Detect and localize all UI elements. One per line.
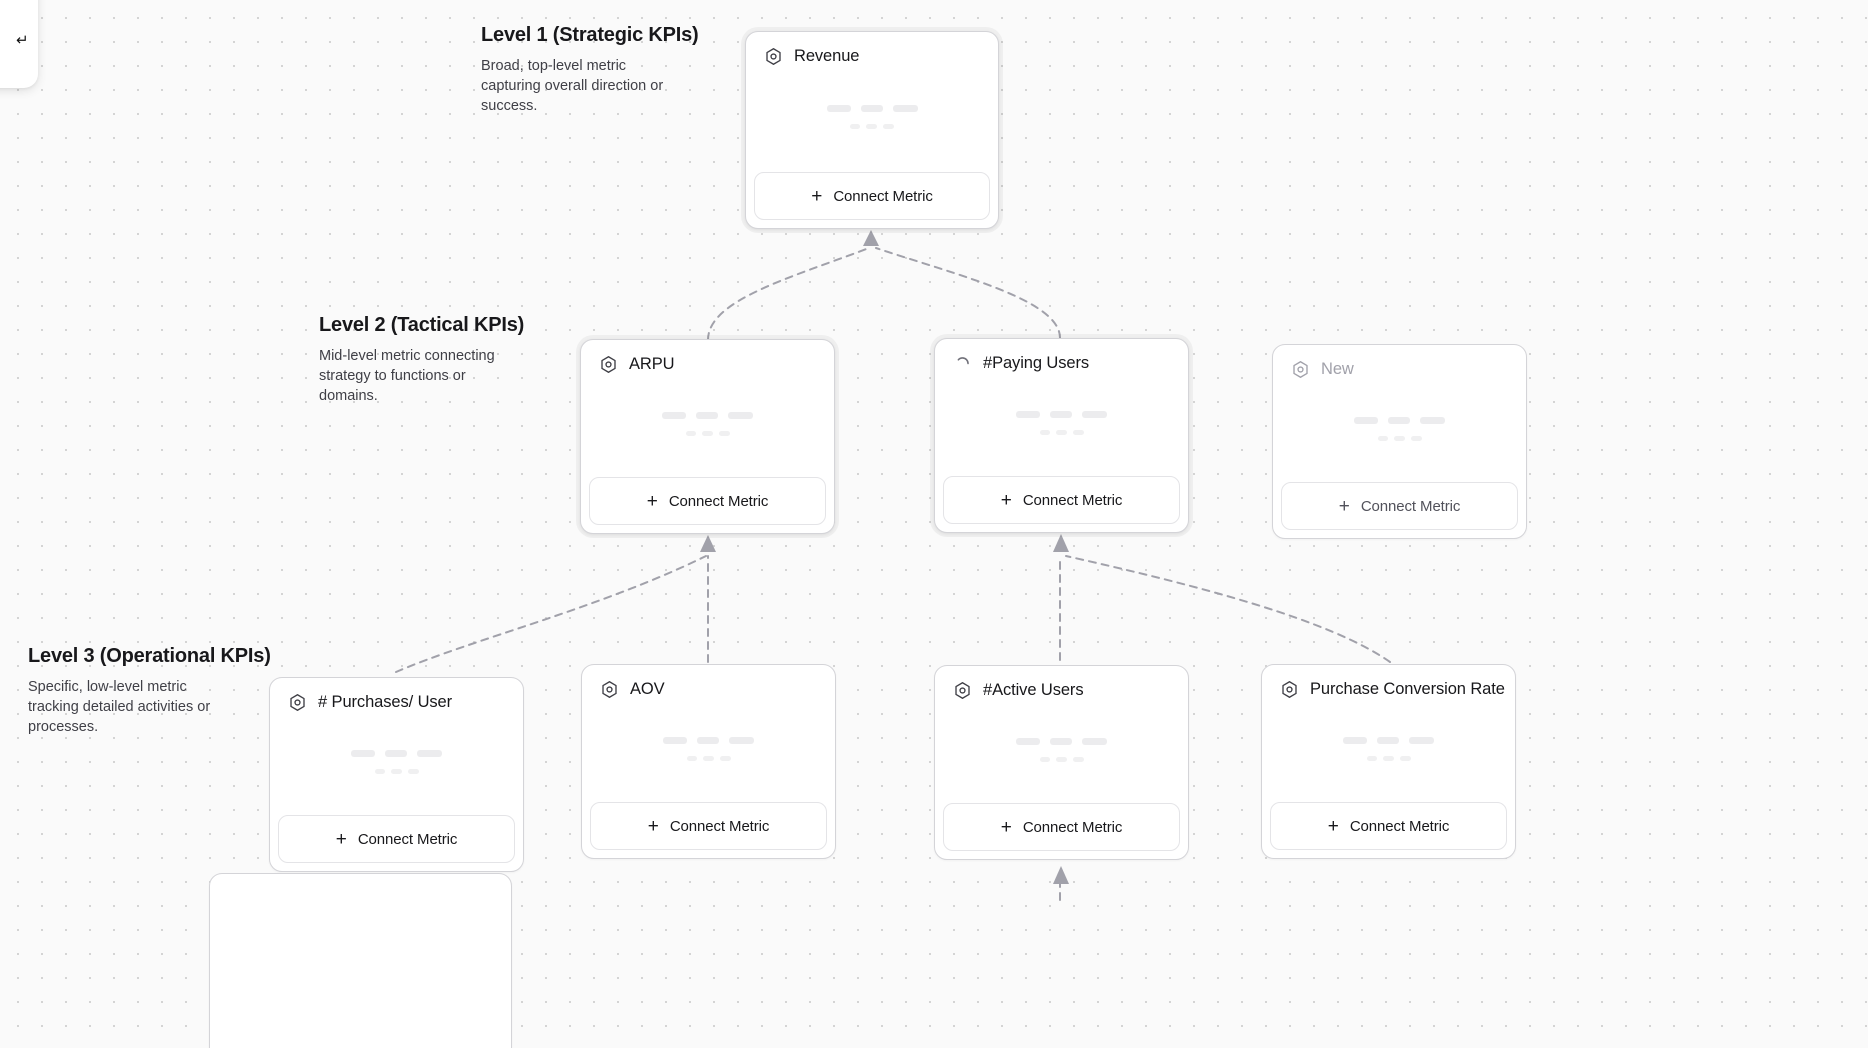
metric-card-aov[interactable]: AOV + Connect Metric	[581, 664, 836, 859]
connect-metric-label: Connect Metric	[1360, 497, 1461, 515]
hexagon-target-icon	[766, 48, 781, 65]
skeleton-row-small	[1039, 756, 1084, 762]
skeleton-row	[826, 105, 918, 112]
level-label-1: Level 1 (Strategic KPIs) Broad, top-leve…	[481, 24, 699, 116]
plus-icon: +	[811, 185, 823, 207]
level-description: Specific, low-level metric tracking deta…	[28, 679, 211, 735]
skeleton-row-small	[1366, 755, 1411, 761]
connect-metric-label: Connect Metric	[1022, 818, 1123, 836]
connect-metric-button[interactable]: + Connect Metric	[589, 477, 826, 525]
skeleton-row	[351, 749, 442, 757]
hexagon-target-icon	[955, 682, 970, 699]
card-header: AOV	[582, 665, 835, 699]
skeleton-row	[1016, 410, 1107, 418]
connect-metric-button[interactable]: + Connect Metric	[943, 476, 1180, 524]
skeleton-row-small	[374, 768, 419, 774]
card-title: ARPU	[629, 355, 675, 373]
connect-metric-button[interactable]: + Connect Metric	[754, 172, 990, 220]
level-description: Mid-level metric connecting strategy to …	[319, 348, 495, 404]
card-placeholder-body	[270, 712, 523, 815]
plus-icon: +	[335, 828, 347, 850]
card-title: #Paying Users	[983, 354, 1089, 372]
card-header: ARPU	[581, 340, 834, 374]
card-placeholder-body	[935, 373, 1188, 476]
skeleton-row-small	[850, 124, 894, 129]
hexagon-target-icon	[290, 694, 305, 711]
connect-metric-button[interactable]: + Connect Metric	[1270, 802, 1507, 850]
plus-icon: +	[1338, 495, 1350, 517]
hexagon-target-icon	[1282, 681, 1297, 698]
level-description: Broad, top-level metric capturing overal…	[481, 58, 664, 114]
hexagon-target-icon	[1293, 361, 1308, 378]
skeleton-row	[662, 411, 753, 419]
card-placeholder-body	[581, 374, 834, 477]
card-placeholder-body	[1262, 699, 1515, 802]
corner-floating-panel[interactable]: ↵	[0, 0, 38, 88]
card-header: Revenue	[746, 32, 998, 66]
connect-metric-label: Connect Metric	[357, 830, 458, 848]
metric-card-purchases-per-user[interactable]: # Purchases/ User + Connect Metric	[269, 677, 524, 872]
skeleton-row	[663, 736, 754, 744]
skeleton-row-small	[685, 430, 730, 436]
skeleton-row	[1354, 416, 1445, 424]
hexagon-target-icon	[602, 681, 617, 698]
metric-card-arpu[interactable]: ARPU + Connect Metric	[580, 339, 835, 534]
level-label-3: Level 3 (Operational KPIs) Specific, low…	[28, 645, 271, 737]
connect-metric-label: Connect Metric	[1349, 817, 1450, 835]
connect-metric-button[interactable]: + Connect Metric	[1281, 482, 1518, 530]
skeleton-row	[1016, 737, 1107, 745]
plus-icon: +	[1000, 489, 1012, 511]
level-title: Level 2 (Tactical KPIs)	[319, 314, 525, 336]
card-placeholder-body	[582, 699, 835, 802]
metric-card-purchase-conversion-rate[interactable]: Purchase Conversion Rate + Connect Metri…	[1261, 664, 1516, 859]
card-header: Purchase Conversion Rate	[1262, 665, 1515, 699]
plus-icon: +	[646, 490, 658, 512]
plus-icon: +	[1000, 816, 1012, 838]
connect-metric-label: Connect Metric	[669, 817, 770, 835]
connect-metric-button[interactable]: + Connect Metric	[590, 802, 827, 850]
card-placeholder-body	[746, 66, 998, 172]
skeleton-row-small	[1377, 435, 1422, 441]
connect-metric-label: Connect Metric	[668, 492, 769, 510]
card-header: # Purchases/ User	[270, 678, 523, 712]
card-title: Purchase Conversion Rate	[1310, 680, 1505, 698]
card-title: #Active Users	[983, 681, 1084, 699]
card-header: #Paying Users	[935, 339, 1188, 373]
card-header: #Active Users	[935, 666, 1188, 700]
skeleton-row-small	[686, 755, 731, 761]
card-title: # Purchases/ User	[318, 693, 453, 711]
card-title: New	[1321, 360, 1354, 378]
return-arrow-icon: ↵	[16, 32, 29, 49]
connect-metric-button[interactable]: + Connect Metric	[943, 803, 1180, 851]
skeleton-row-small	[1039, 429, 1084, 435]
plus-icon: +	[647, 815, 659, 837]
card-header: New	[1273, 345, 1526, 379]
card-placeholder-body	[935, 700, 1188, 803]
card-placeholder-body	[1273, 379, 1526, 482]
metric-card-revenue[interactable]: Revenue + Connect Metric	[745, 31, 999, 229]
skeleton-row	[1343, 736, 1434, 744]
connect-metric-button[interactable]: + Connect Metric	[278, 815, 515, 863]
metric-card-partial-bottom[interactable]	[209, 873, 512, 1048]
metric-card-paying-users[interactable]: #Paying Users + Connect Metric	[934, 338, 1189, 533]
level-title: Level 3 (Operational KPIs)	[28, 645, 271, 667]
level-title: Level 1 (Strategic KPIs)	[481, 24, 699, 46]
connect-metric-label: Connect Metric	[833, 187, 933, 205]
loading-spinner-icon	[957, 357, 969, 365]
metric-card-active-users[interactable]: #Active Users + Connect Metric	[934, 665, 1189, 860]
metric-card-new[interactable]: New + Connect Metric	[1272, 344, 1527, 539]
connect-metric-label: Connect Metric	[1022, 491, 1123, 509]
hexagon-target-icon	[601, 356, 616, 373]
level-label-2: Level 2 (Tactical KPIs) Mid-level metric…	[319, 314, 525, 406]
plus-icon: +	[1327, 815, 1339, 837]
card-title: AOV	[630, 680, 665, 698]
card-title: Revenue	[794, 47, 860, 65]
